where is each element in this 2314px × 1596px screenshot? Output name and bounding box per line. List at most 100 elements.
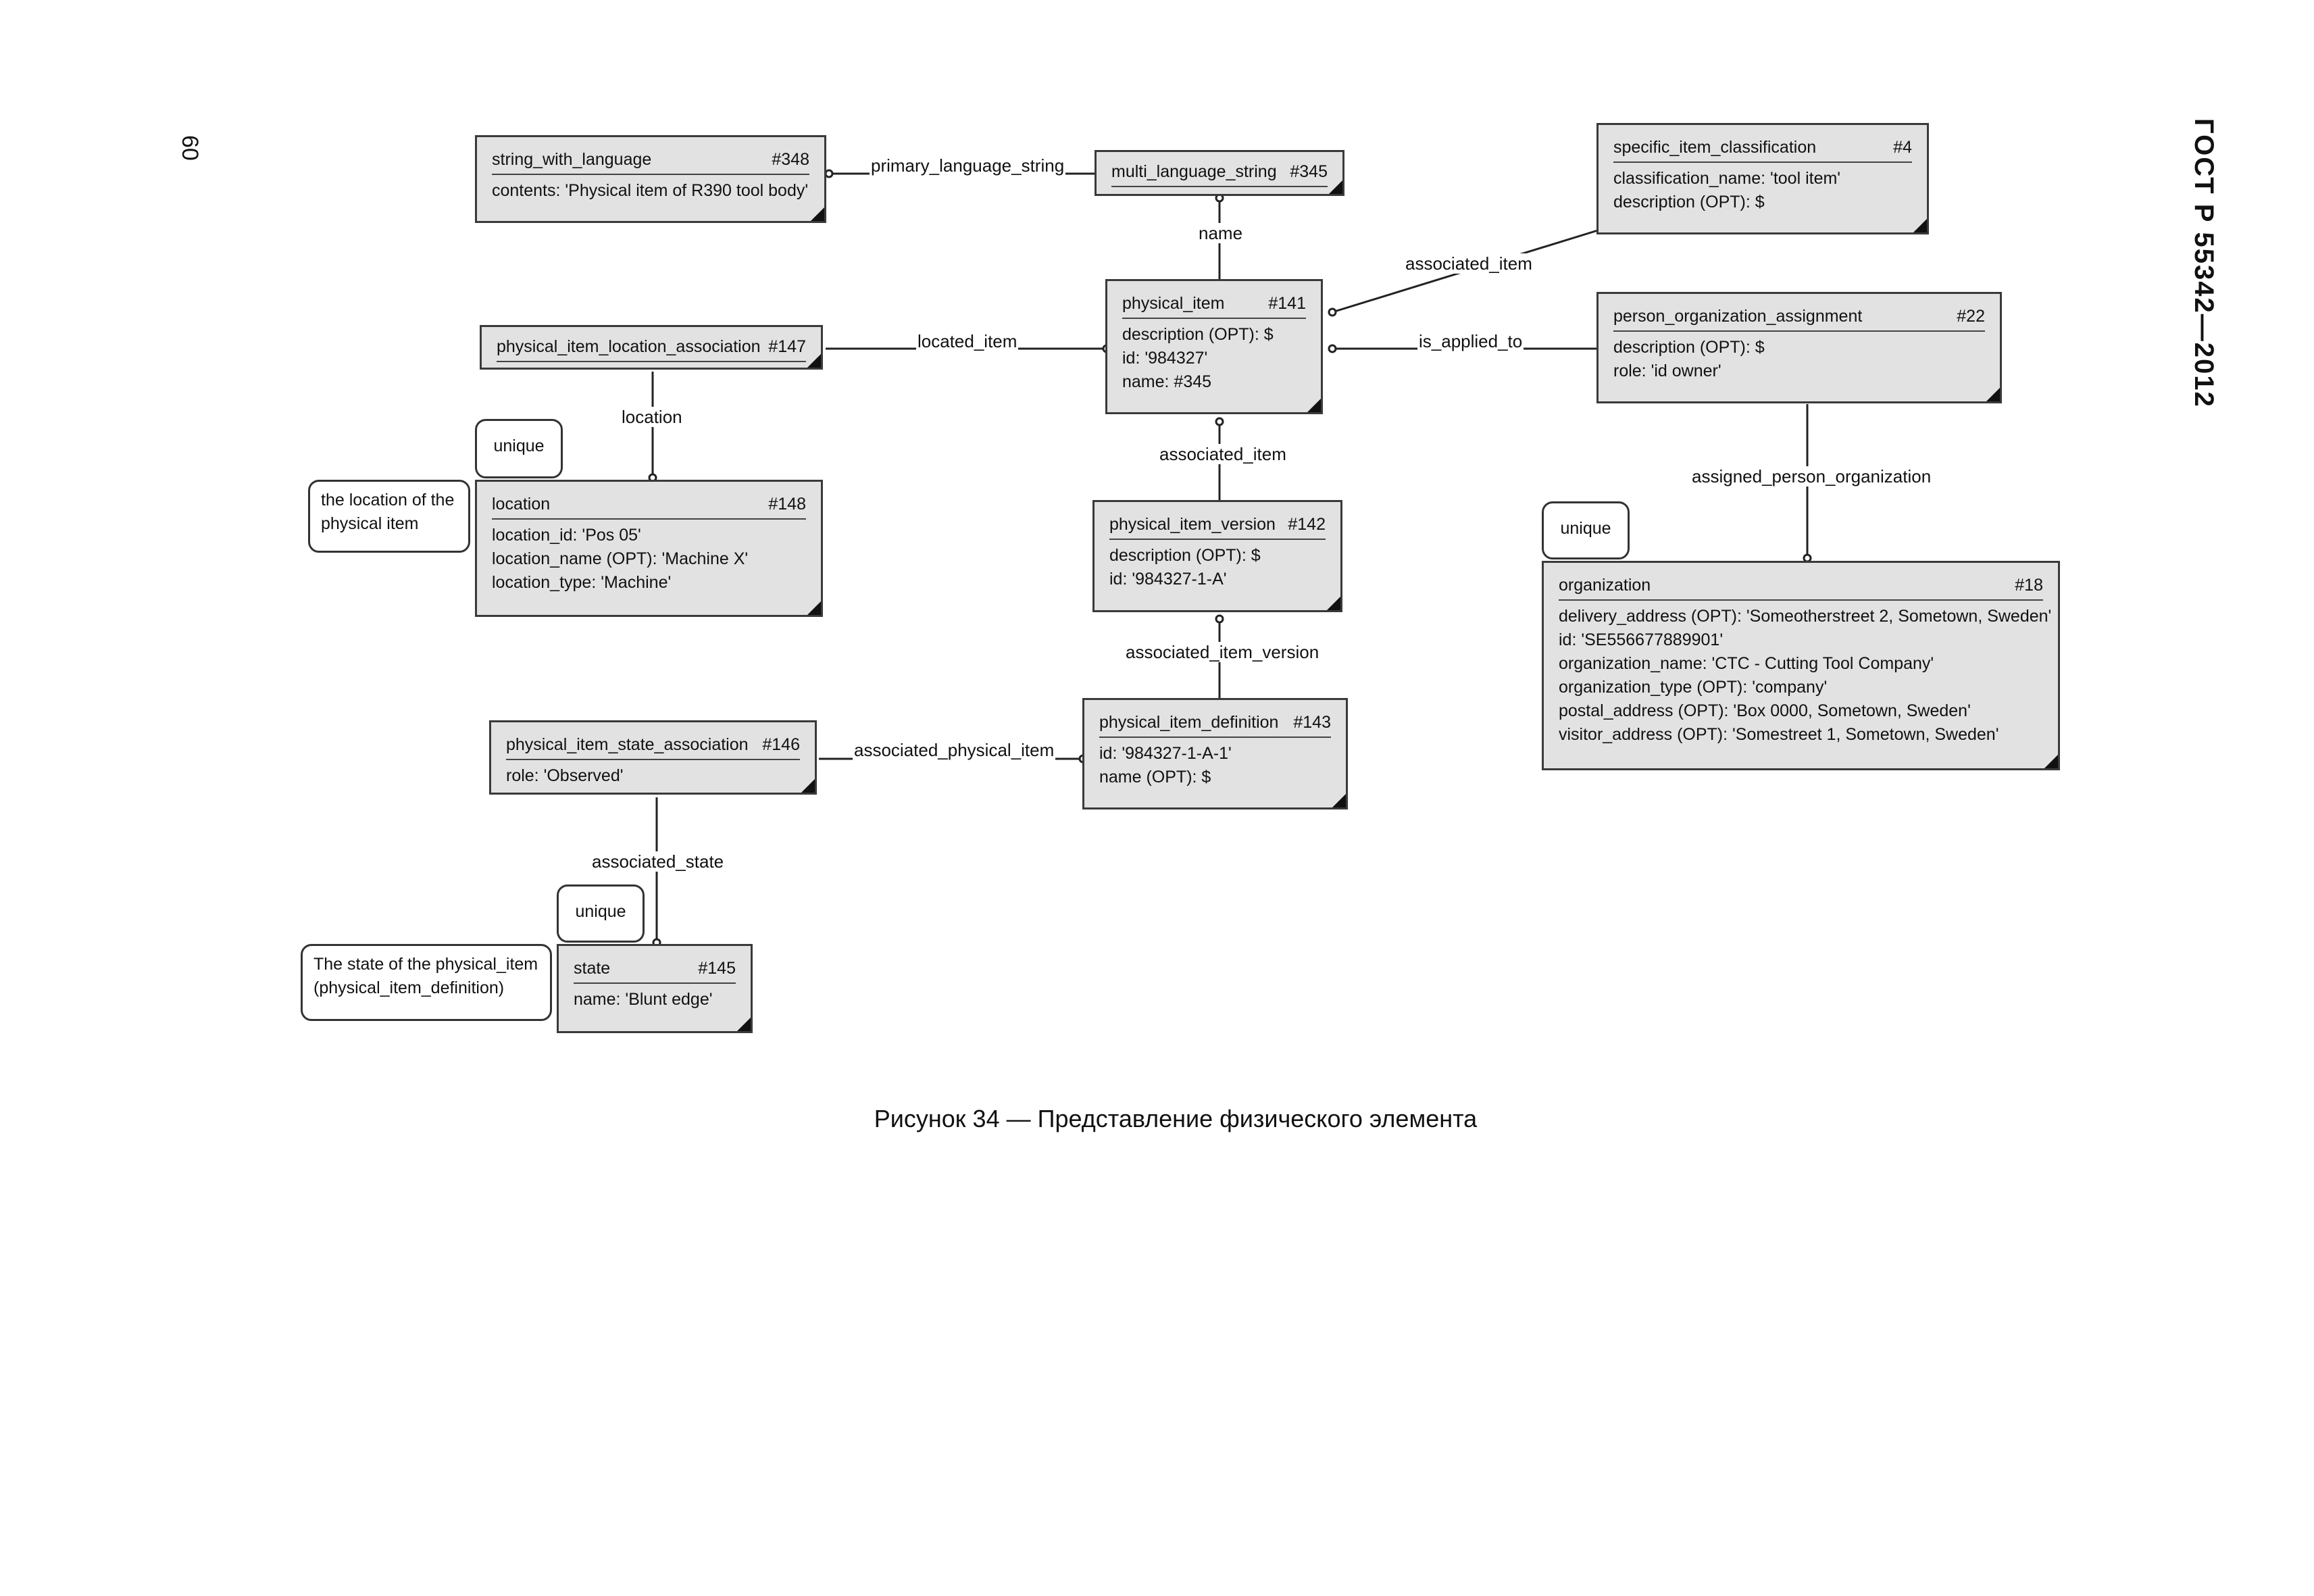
- entity-attribute: role: 'id owner': [1613, 361, 1721, 380]
- entity-attributes: role: 'Observed': [506, 764, 624, 788]
- entity-header: organization #18: [1559, 575, 2043, 601]
- entity-name: physical_item: [1122, 294, 1225, 313]
- entity-attribute: id: '984327-1-A': [1109, 570, 1227, 589]
- relation-end-circle: [824, 169, 834, 178]
- entity-attribute: description (OPT): $: [1613, 193, 1765, 211]
- entity-physical-item-location-association: physical_item_location_association #147: [480, 325, 823, 370]
- relation-label-associated-item-classification: associated_item: [1404, 253, 1534, 274]
- relation-label-located-item: located_item: [916, 331, 1019, 351]
- entity-physical-item-definition: physical_item_definition #143 id: '98432…: [1082, 698, 1348, 809]
- entity-header: person_organization_assignment #22: [1613, 306, 1985, 332]
- entity-attribute: name (OPT): $: [1099, 768, 1211, 787]
- entity-attribute: description (OPT): $: [1122, 325, 1274, 344]
- entity-attribute: id: 'SE556677889901': [1559, 630, 1724, 649]
- entity-name: physical_item_definition: [1099, 713, 1279, 732]
- entity-physical-item-state-association: physical_item_state_association #146 rol…: [489, 720, 817, 795]
- note-line: physical item: [321, 514, 419, 533]
- relation-label-name: name: [1197, 223, 1244, 243]
- relation-end-circle: [1215, 417, 1224, 426]
- entity-name: physical_item_version: [1109, 515, 1276, 534]
- entity-attributes: description (OPT): $ role: 'id owner': [1613, 336, 1765, 383]
- entity-attributes: description (OPT): $ id: '984327-1-A': [1109, 544, 1261, 591]
- entity-name: location: [492, 495, 551, 514]
- entity-state: state #145 name: 'Blunt edge': [557, 944, 753, 1033]
- entity-header: physical_item_version #142: [1109, 514, 1326, 540]
- entity-id: #4: [1893, 138, 1912, 157]
- entity-header: multi_language_string #345: [1111, 161, 1328, 187]
- entity-attribute: organization_name: 'CTC - Cutting Tool C…: [1559, 654, 1934, 673]
- entity-attribute: visitor_address (OPT): 'Somestreet 1, So…: [1559, 725, 1999, 744]
- entity-header: location #148: [492, 494, 806, 520]
- relation-end-circle: [1328, 344, 1337, 353]
- entity-id: #147: [768, 337, 806, 356]
- entity-id: #345: [1290, 162, 1328, 181]
- entity-attributes: location_id: 'Pos 05' location_name (OPT…: [492, 524, 748, 595]
- relation-label-associated-item-version: associated_item: [1158, 444, 1288, 464]
- entity-attribute: location_name (OPT): 'Machine X': [492, 549, 749, 568]
- entity-attributes: id: '984327-1-A-1' name (OPT): $: [1099, 742, 1232, 789]
- entity-header: physical_item_state_association #146: [506, 734, 800, 760]
- entity-name: person_organization_assignment: [1613, 307, 1863, 326]
- entity-physical-item: physical_item #141 description (OPT): $ …: [1105, 279, 1323, 414]
- relation-label-associated-state: associated_state: [590, 851, 726, 872]
- relation-label-is-applied-to: is_applied_to: [1417, 331, 1524, 351]
- entity-person-organization-assignment: person_organization_assignment #22 descr…: [1596, 292, 2002, 403]
- relation-end-circle: [1328, 307, 1337, 317]
- unique-note-state: unique: [557, 884, 645, 943]
- entity-header: state #145: [574, 958, 736, 984]
- entity-header: physical_item_definition #143: [1099, 712, 1331, 738]
- entity-name: specific_item_classification: [1613, 138, 1817, 157]
- entity-id: #22: [1957, 307, 1985, 326]
- entity-id: #143: [1293, 713, 1331, 732]
- entity-name: physical_item_location_association: [497, 337, 761, 356]
- note-line: (physical_item_definition): [313, 978, 505, 997]
- entity-attribute: location_id: 'Pos 05': [492, 526, 641, 545]
- relation-label-assigned-person-organization: assigned_person_organization: [1690, 466, 1933, 487]
- entity-attribute: organization_type (OPT): 'company': [1559, 678, 1828, 697]
- relation-label-associated-item-version-link: associated_item_version: [1124, 642, 1321, 662]
- entity-attribute: delivery_address (OPT): 'Someotherstreet…: [1559, 607, 2052, 626]
- note-line: The state of the physical_item: [313, 955, 538, 974]
- entity-attribute: name: #345: [1122, 372, 1212, 391]
- entity-id: #148: [768, 495, 806, 514]
- entity-name: physical_item_state_association: [506, 735, 749, 754]
- entity-attributes: name: 'Blunt edge': [574, 988, 713, 1012]
- entity-attribute: id: '984327-1-A-1': [1099, 744, 1232, 763]
- relation-label-location: location: [620, 407, 684, 427]
- entity-attribute: location_type: 'Machine': [492, 573, 672, 592]
- entity-header: specific_item_classification #4: [1613, 137, 1912, 163]
- entity-id: #142: [1288, 515, 1326, 534]
- entity-header: physical_item #141: [1122, 293, 1306, 319]
- entity-id: #348: [772, 150, 809, 169]
- entity-header: physical_item_location_association #147: [497, 336, 806, 362]
- entity-attribute: description (OPT): $: [1109, 546, 1261, 565]
- unique-note-organization: unique: [1542, 501, 1630, 559]
- entity-physical-item-version: physical_item_version #142 description (…: [1092, 500, 1342, 612]
- figure-caption: Рисунок 34 — Представление физического э…: [874, 1105, 1478, 1132]
- entity-attribute: id: '984327': [1122, 349, 1208, 368]
- entity-id: #146: [762, 735, 800, 754]
- entity-name: organization: [1559, 576, 1651, 595]
- entity-id: #141: [1268, 294, 1306, 313]
- entity-location: location #148 location_id: 'Pos 05' loca…: [475, 480, 823, 617]
- unique-note-location: unique: [475, 419, 563, 478]
- entity-name: multi_language_string: [1111, 162, 1277, 181]
- entity-attributes: description (OPT): $ id: '984327' name: …: [1122, 323, 1274, 394]
- entity-header: string_with_language #348: [492, 149, 809, 175]
- relation-label-primary-language-string: primary_language_string: [870, 155, 1066, 176]
- entity-specific-item-classification: specific_item_classification #4 classifi…: [1596, 123, 1929, 234]
- entity-organization: organization #18 delivery_address (OPT):…: [1542, 561, 2060, 770]
- entity-name: string_with_language: [492, 150, 652, 169]
- note-line: the location of the: [321, 491, 455, 509]
- entity-attributes: delivery_address (OPT): 'Someotherstreet…: [1559, 605, 2051, 747]
- relation-label-associated-physical-item: associated_physical_item: [853, 740, 1056, 760]
- entity-attribute: classification_name: 'tool item': [1613, 169, 1841, 188]
- entity-string-with-language: string_with_language #348 contents: 'Phy…: [475, 135, 826, 223]
- entity-id: #145: [698, 959, 736, 978]
- entity-attribute: postal_address (OPT): 'Box 0000, Sometow…: [1559, 701, 1971, 720]
- entity-name: state: [574, 959, 611, 978]
- entity-attribute: description (OPT): $: [1613, 338, 1765, 357]
- entity-attributes: classification_name: 'tool item' descrip…: [1613, 167, 1840, 214]
- document-title: ГОСТ Р 55342—2012: [2189, 118, 2219, 408]
- page-number: 60: [177, 135, 203, 161]
